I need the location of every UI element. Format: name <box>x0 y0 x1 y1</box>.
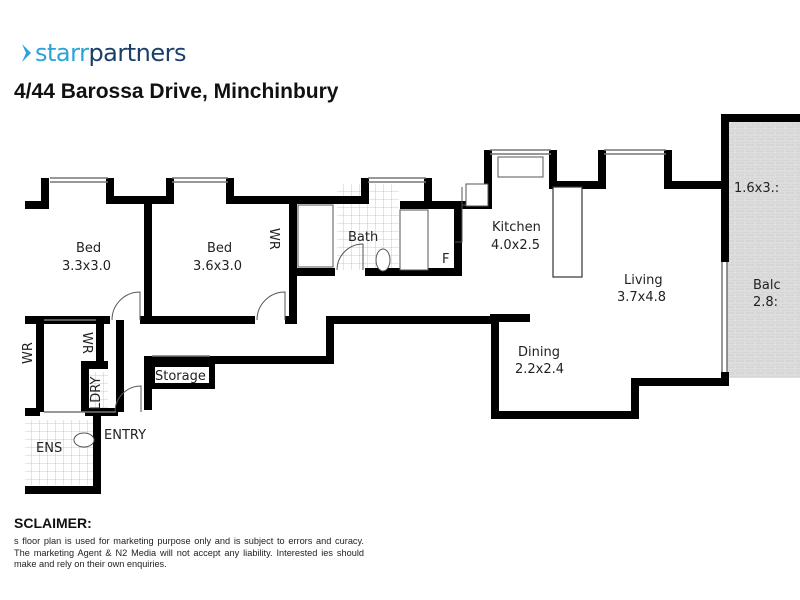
wr-hall-label: WR <box>79 332 94 354</box>
windows <box>44 149 666 413</box>
balcony-name: Balc <box>753 278 781 293</box>
fridge-label: F <box>442 252 449 267</box>
shower <box>399 209 429 271</box>
property-address: 4/44 Barossa Drive, Minchinbury <box>14 80 339 103</box>
disclaimer-text: s floor plan is used for marketing purpo… <box>14 536 364 569</box>
kitchen-bench <box>455 187 466 243</box>
balcony-door <box>721 262 728 372</box>
balcony-size-top: 1.6x3.: <box>734 181 779 196</box>
brand-logo: starrpartners <box>22 36 187 70</box>
bed1-size: 3.3x3.0 <box>62 259 111 274</box>
bathtub <box>297 204 334 268</box>
kitchen-name: Kitchen <box>492 220 541 235</box>
storage-label: Storage <box>155 369 206 384</box>
dining-size: 2.2x2.4 <box>515 362 564 377</box>
ensuite-label: ENS <box>36 441 62 456</box>
bed1-name: Bed <box>76 241 101 256</box>
bed2-size: 3.6x3.0 <box>193 259 242 274</box>
living-size: 3.7x4.8 <box>617 290 666 305</box>
bed2-name: Bed <box>207 241 232 256</box>
balcony-size: 2.8: <box>753 295 778 310</box>
ensuite-toilet <box>73 432 95 448</box>
bath-label: Bath <box>348 230 378 245</box>
dining-name: Dining <box>518 345 560 360</box>
entry-label: ENTRY <box>104 428 146 443</box>
logo-mark-icon <box>22 44 31 62</box>
cooktop <box>465 183 489 207</box>
kitchen-island <box>552 186 583 278</box>
laundry-label: LDRY <box>89 377 104 410</box>
logo-text: starrpartners <box>35 39 187 67</box>
balcony-area <box>727 118 800 378</box>
wr-bed2-label: WR <box>266 228 281 250</box>
disclaimer-heading: SCLAIMER: <box>14 515 92 531</box>
kitchen-size: 4.0x2.5 <box>491 238 540 253</box>
storage-shelf <box>149 361 215 389</box>
wr-ens-label: WR <box>21 342 36 364</box>
kitchen-sink <box>497 156 544 178</box>
door-swings <box>111 243 364 413</box>
living-name: Living <box>624 273 663 288</box>
toilet <box>375 248 391 272</box>
ensuite-tiles <box>25 420 97 485</box>
